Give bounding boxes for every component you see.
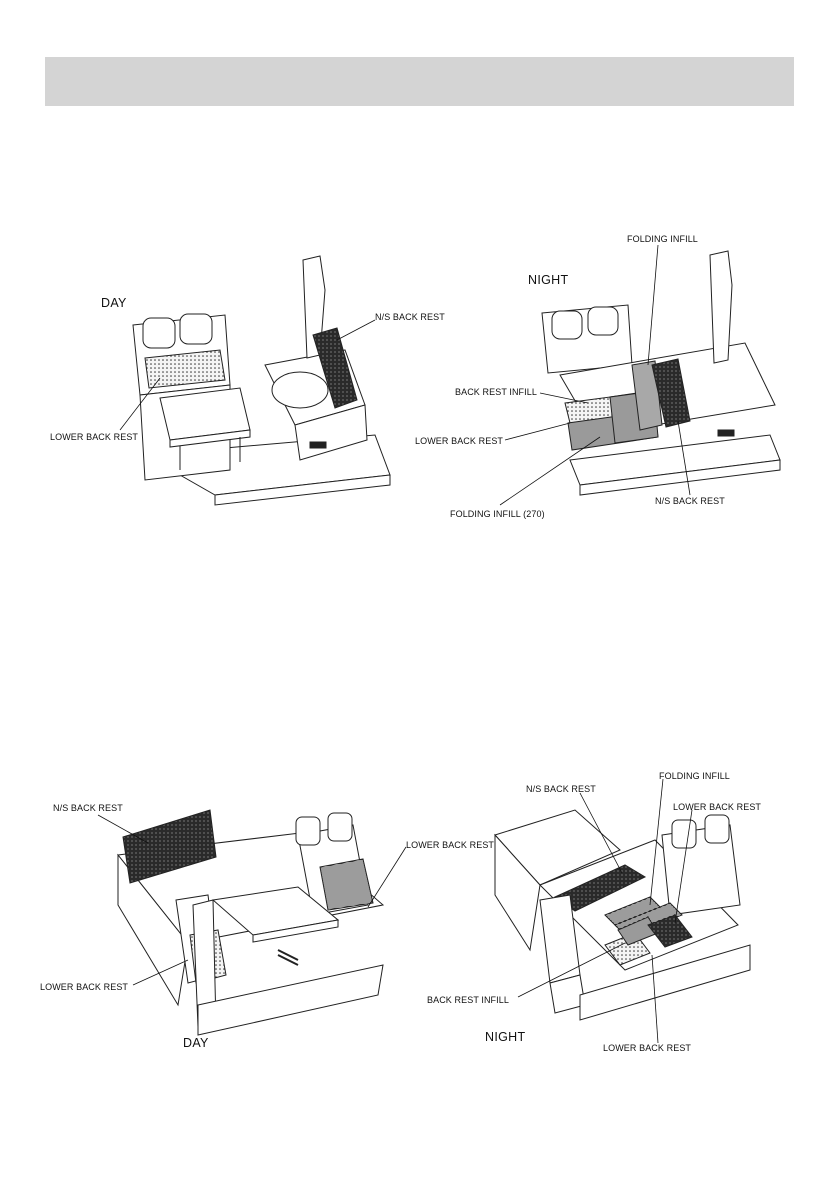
- figure-day-top: DAY N/S BACK REST LOWER BACK REST: [45, 230, 435, 520]
- leader-lines: [400, 765, 800, 1060]
- figure-night-top: NIGHT FOLDING INFILL BACK REST INFILL LO…: [410, 225, 800, 525]
- header-bar: [45, 57, 794, 106]
- leader-lines: [410, 225, 800, 525]
- figure-night-bottom: N/S BACK REST FOLDING INFILL LOWER BACK …: [400, 765, 800, 1060]
- leader-lines: [45, 230, 435, 520]
